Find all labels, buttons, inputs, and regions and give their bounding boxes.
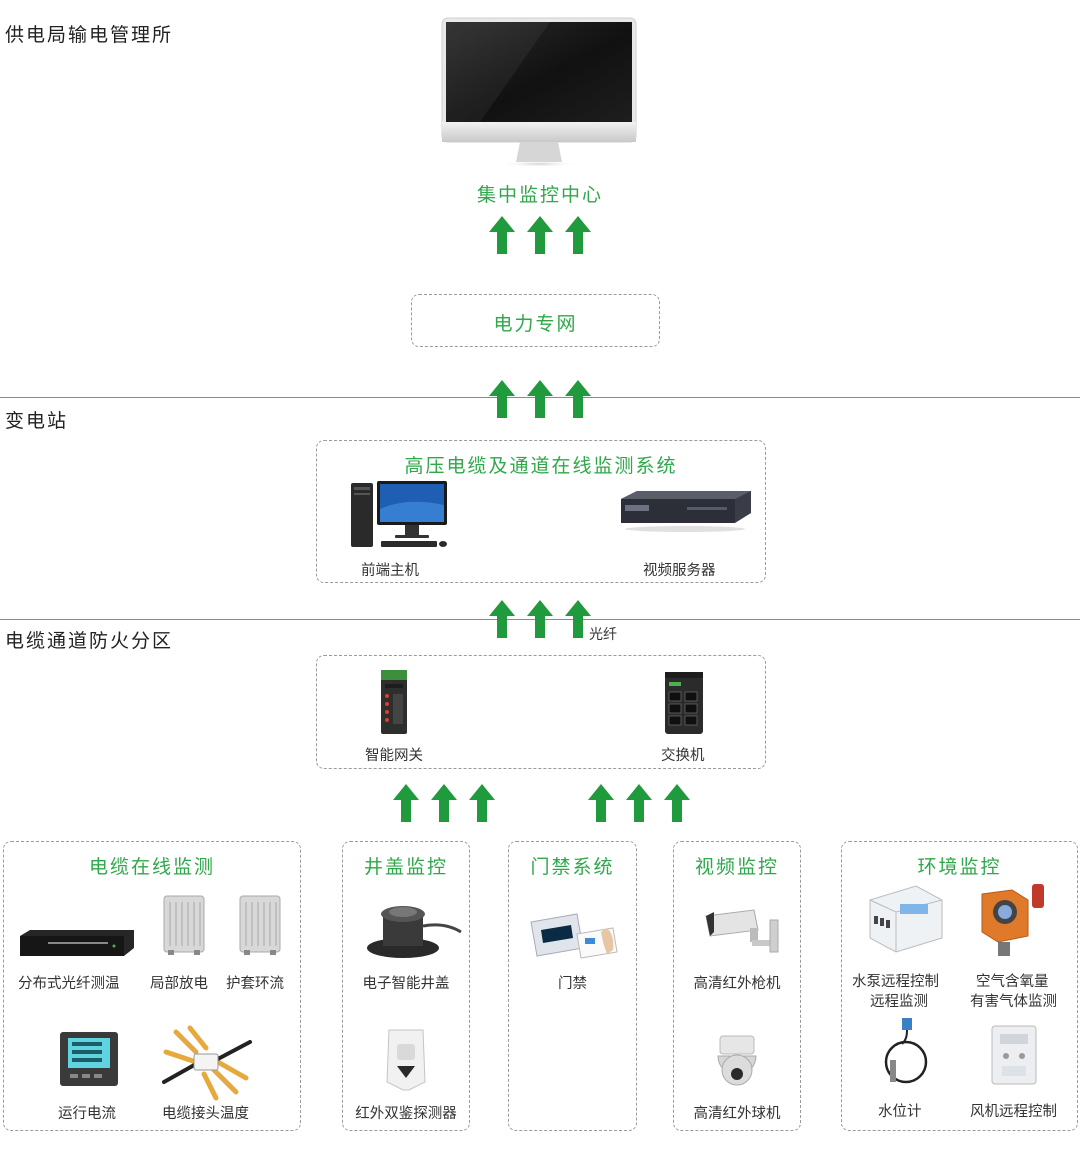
gateway-box: 智能网关 交换机 [316, 655, 766, 769]
cable-joint-sensor-image [156, 1022, 256, 1106]
sheath-current-device-image [234, 892, 286, 960]
group-access: 门禁系统 门禁 [508, 841, 637, 1131]
monitoring-system-title: 高压电缆及通道在线监测系统 [404, 455, 678, 477]
item-label: 水位计 [878, 1104, 922, 1120]
item-label: 门禁 [558, 976, 587, 992]
item-label: 局部放电 [150, 976, 208, 992]
up-arrows [488, 600, 592, 640]
pump-controller-image [866, 882, 946, 958]
group-title: 井盖监控 [363, 856, 448, 878]
power-network-box: 电力专网 [411, 294, 660, 347]
group-video: 视频监控 高清红外枪机 高清红外球机 [673, 841, 801, 1131]
item-label: 水泵远程控制 [852, 974, 939, 990]
group-environment: 环境监控 水泵远程控制 远程监测 空气含氧量 有害气体监测 水位计 [841, 841, 1078, 1131]
switch-label: 交换机 [661, 748, 705, 764]
item-label: 红外双鉴探测器 [355, 1106, 457, 1122]
section-label-cable-zone: 电缆通道防火分区 [5, 630, 174, 652]
fiber-temp-device-image [18, 930, 136, 964]
partial-discharge-device-image [158, 892, 210, 960]
group-title: 视频监控 [694, 856, 779, 878]
switch-image [661, 670, 707, 744]
smart-gateway-image [377, 666, 411, 742]
power-network-title: 电力专网 [493, 313, 578, 335]
fan-controller-image [988, 1022, 1040, 1092]
group-cable-monitor: 电缆在线监测 [3, 841, 301, 1131]
up-arrows [488, 380, 592, 420]
section-label-bureau: 供电局输电管理所 [5, 24, 174, 46]
up-arrows [587, 784, 691, 824]
group-title: 环境监控 [917, 856, 1002, 878]
bullet-camera-image [700, 906, 780, 960]
current-meter-image [56, 1028, 122, 1094]
fiber-label: 光纤 [589, 627, 617, 643]
item-label: 护套环流 [226, 976, 284, 992]
front-host-label: 前端主机 [361, 563, 419, 579]
group-title: 门禁系统 [530, 856, 615, 878]
center-title: 集中监控中心 [476, 184, 603, 206]
smart-gateway-label: 智能网关 [365, 748, 423, 764]
dual-detector-image [383, 1026, 429, 1096]
video-server-label: 视频服务器 [643, 563, 716, 579]
item-label: 高清红外球机 [693, 1106, 781, 1122]
section-label-substation: 变电站 [5, 410, 69, 432]
up-arrows [392, 784, 496, 824]
item-label: 分布式光纤测温 [18, 976, 120, 992]
desktop-pc-image [347, 479, 451, 555]
item-label: 有害气体监测 [970, 994, 1057, 1010]
item-label: 风机远程控制 [970, 1104, 1057, 1120]
group-title: 电缆在线监测 [88, 856, 215, 878]
item-label: 电子智能井盖 [362, 976, 450, 992]
monitor-image [440, 16, 638, 172]
up-arrows [488, 216, 592, 256]
item-label: 运行电流 [58, 1106, 116, 1122]
item-label: 电缆接头温度 [162, 1106, 249, 1122]
group-manhole: 井盖监控 电子智能井盖 红外双鉴探测器 [342, 841, 470, 1131]
monitoring-system-box: 高压电缆及通道在线监测系统 前端主机 视频服务器 [316, 440, 766, 583]
water-level-gauge-image [876, 1016, 936, 1092]
item-label: 远程监测 [870, 994, 928, 1010]
item-label: 高清红外枪机 [693, 976, 781, 992]
video-server-image [617, 489, 753, 537]
smart-manhole-image [355, 892, 465, 966]
dome-camera-image [712, 1032, 762, 1098]
item-label: 空气含氧量 [976, 974, 1049, 990]
access-reader-image [527, 908, 623, 966]
gas-detector-image [972, 880, 1058, 964]
